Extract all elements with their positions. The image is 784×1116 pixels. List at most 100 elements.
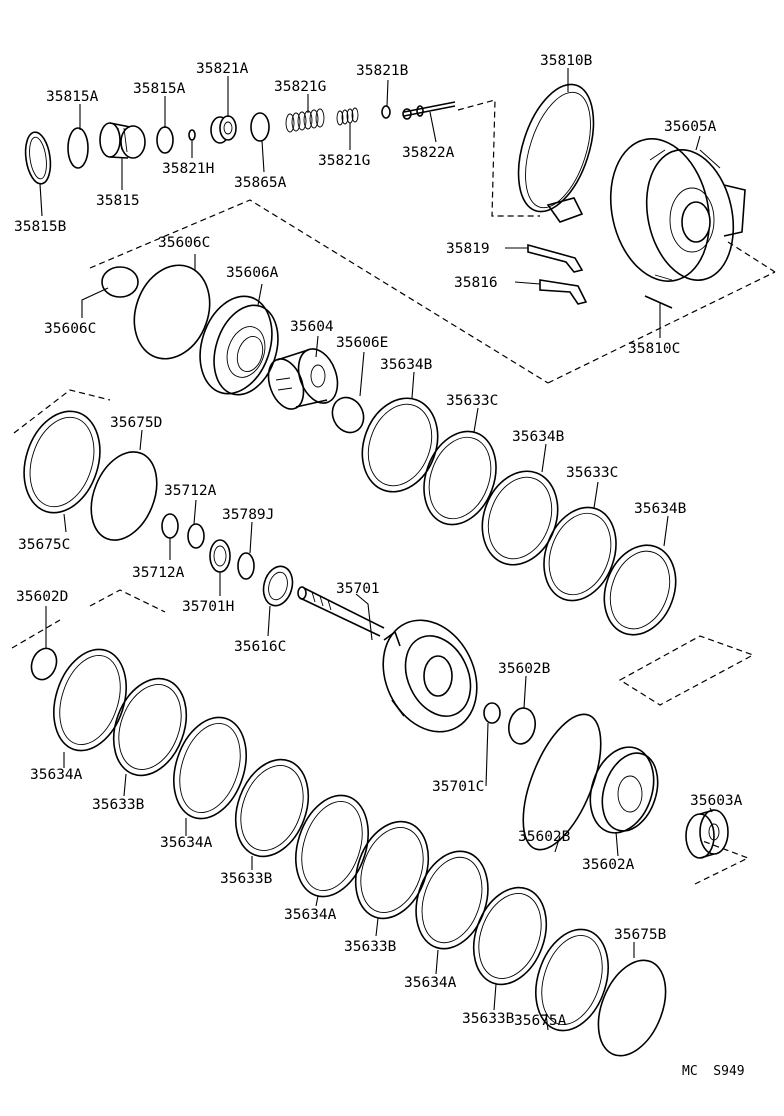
plate-35634b-1 [361,397,439,493]
part-label: 35789J [222,507,274,523]
part-label: 35810C [628,341,680,357]
ring-35865a [250,112,270,142]
part-label: 35603A [690,793,743,809]
part-label: 35634A [284,907,337,923]
part-label: 35606A [226,265,279,281]
piston-35815 [99,122,146,159]
part-label: 35634A [160,835,213,851]
pin-35810c [644,295,673,309]
hub-35603a [685,809,729,859]
part-label: 35701H [182,599,234,615]
part-label: 35822A [402,145,455,161]
plate-35675a [535,928,609,1032]
ring-35602b-large [522,713,602,851]
ring-35602b-small [508,707,536,745]
part-label: 35821H [162,161,214,177]
part-labels: 35815A 35815A 35821A 35821G 35821B 35810… [14,53,745,1079]
part-label: 35810B [540,53,593,69]
ring-35815a-right [156,126,174,154]
plate-35633b-3 [354,820,430,920]
part-label: 35606E [336,335,388,351]
brake-band-35810b [517,83,595,223]
part-label: 35606C [44,321,96,337]
part-label: 35634B [380,357,433,373]
part-label: 35675C [18,537,70,553]
plate-35634a-4 [415,850,489,950]
ring-35602d [30,647,58,681]
diagram-code: MC S949 [682,1064,745,1079]
ring-35701c [483,702,501,724]
plate-35633b-4 [472,886,548,986]
pin-35819 [527,243,584,273]
pin-35816 [539,279,588,305]
part-label: 35633B [344,939,397,955]
part-label: 35634A [404,975,457,991]
part-label: 35821A [196,61,249,77]
ring-35606c-large [133,264,211,360]
plate-35634b-2 [481,470,559,566]
part-label: 35819 [446,241,490,257]
part-label: 35675B [614,927,667,943]
part-label: 35701 [336,581,380,597]
plate-35633b-2 [234,758,310,858]
piston-35821a [210,115,237,144]
shaft-35701 [297,586,478,733]
part-label: 35865A [234,175,287,191]
ring-35821h [188,129,196,141]
part-label: 35675D [110,415,162,431]
ring-35675b [597,959,667,1057]
snap-ring-35606e [331,396,365,434]
assembly-boundaries [11,99,776,885]
ring-35712a-right [187,523,205,549]
part-label: 35633C [446,393,498,409]
part-label: 35675A [514,1013,567,1029]
part-label: 35821B [356,63,409,79]
bearing-35701h [209,539,231,573]
plate-35675c [23,410,101,514]
plate-35634b-3 [603,544,677,636]
snap-ring-35815b [24,131,52,185]
washer-35789j [237,552,255,580]
part-label: 35701C [432,779,484,795]
ring-35616c [262,565,294,607]
part-label: 35602D [16,589,68,605]
part-label: 35606C [158,235,210,251]
part-label: 35821G [318,153,370,169]
drum-35604 [267,348,339,410]
ring-35606c-small [101,266,139,298]
part-label: 35816 [454,275,498,291]
part-label: 35634B [634,501,687,517]
part-label: 35602B [518,829,571,845]
piston-35602a [589,746,659,834]
part-label: 35712A [132,565,185,581]
part-label: 35821G [274,79,326,95]
part-label: 35815A [46,89,99,105]
ring-35815a-left [67,127,89,169]
ring-35675d [90,451,158,541]
plate-35633c-1 [423,430,497,526]
part-label: 35633B [462,1011,515,1027]
part-label: 35634A [30,767,83,783]
part-label: 35604 [290,319,334,335]
part-label: 35602B [498,661,551,677]
part-label: 35712A [164,483,217,499]
part-label: 35633B [220,871,273,887]
parts [23,83,746,1057]
ring-35712a-left [161,513,179,539]
part-label: 35616C [234,639,286,655]
spring-35821g-small [336,107,359,126]
plate-35634a-2 [173,716,247,820]
plate-35633b-1 [112,677,188,777]
brake-drum-35605a [609,138,746,282]
part-label: 35605A [664,119,717,135]
part-label: 35815B [14,219,67,235]
piston-35606a [199,295,279,396]
part-label: 35634B [512,429,565,445]
plate-35633c-2 [543,506,617,602]
plate-35634a-1 [53,648,127,752]
plate-35634a-3 [295,794,369,898]
washer-35821b [381,105,391,119]
part-label: 35815 [96,193,140,209]
